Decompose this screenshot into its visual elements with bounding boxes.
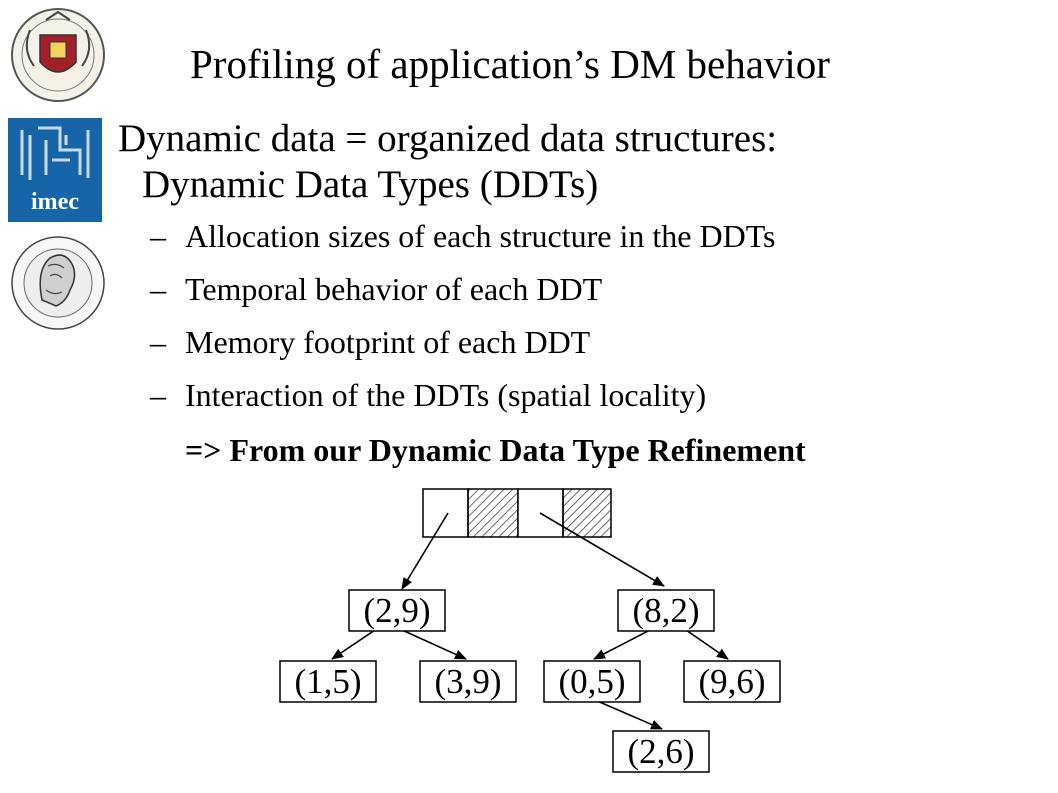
bullet-dash: – [150,324,166,360]
bullet-text: Memory footprint of each DDT [185,324,591,360]
bullet-text: Interaction of the DDTs (spatial localit… [185,377,707,413]
bullet-item: – Allocation sizes of each structure in … [150,218,775,271]
edge-arrow [685,629,729,660]
refinement-statement: => From our Dynamic Data Type Refinement [185,432,806,468]
bullet-item: – Memory footprint of each DDT [150,324,775,377]
node-label: (8,2) [632,591,699,630]
node-label: (9,6) [698,662,765,701]
edge-arrow [539,512,665,587]
root-hatched-cell [562,488,612,538]
main-statement: Dynamic data = organized data structures… [118,116,777,208]
main-statement-line-1: Dynamic data = organized data structures… [118,117,778,160]
bullet-dash: – [150,377,166,413]
node-label: (1,5) [294,662,361,701]
node-label: (0,5) [558,662,625,701]
edge-arrow [401,629,467,660]
root-hatched-cell [467,488,519,538]
node-label: (3,9) [434,662,501,701]
edge-arrow [593,629,651,660]
bullet-dash: – [150,218,166,254]
logo-column: imec [8,8,105,330]
tree-node: (3,9) [419,660,517,703]
node-label: (2,9) [363,591,430,630]
edge-arrow [594,699,663,730]
node-label: (2,6) [627,732,694,771]
bullet-item: – Interaction of the DDTs (spatial local… [150,377,775,430]
bullet-item: – Temporal behavior of each DDT [150,271,775,324]
tree-node: (8,2) [617,589,715,632]
edge-arrow [401,512,449,590]
university-crest-logo [11,8,105,102]
main-statement-line-2: Dynamic Data Types (DDTs) [142,163,599,206]
tree-edges [331,512,729,730]
bullet-dash: – [150,271,166,307]
slide-title: Profiling of application’s DM behavior [190,41,830,87]
imec-logo-text: imec [31,189,79,215]
bullet-list: – Allocation sizes of each structure in … [150,218,775,430]
greek-university-seal-logo [11,236,105,330]
root-pointer-cell [422,488,469,538]
root-record [422,488,612,538]
bullet-text: Allocation sizes of each structure in th… [185,218,776,254]
bullet-text: Temporal behavior of each DDT [185,271,603,307]
tree-node: (2,6) [612,730,710,773]
tree-node: (1,5) [279,660,377,703]
edge-arrow [331,629,376,660]
tree-node: (0,5) [543,660,641,703]
tree-node: (2,9) [348,589,446,632]
tree-node: (9,6) [683,660,781,703]
imec-logo: imec [8,118,102,222]
